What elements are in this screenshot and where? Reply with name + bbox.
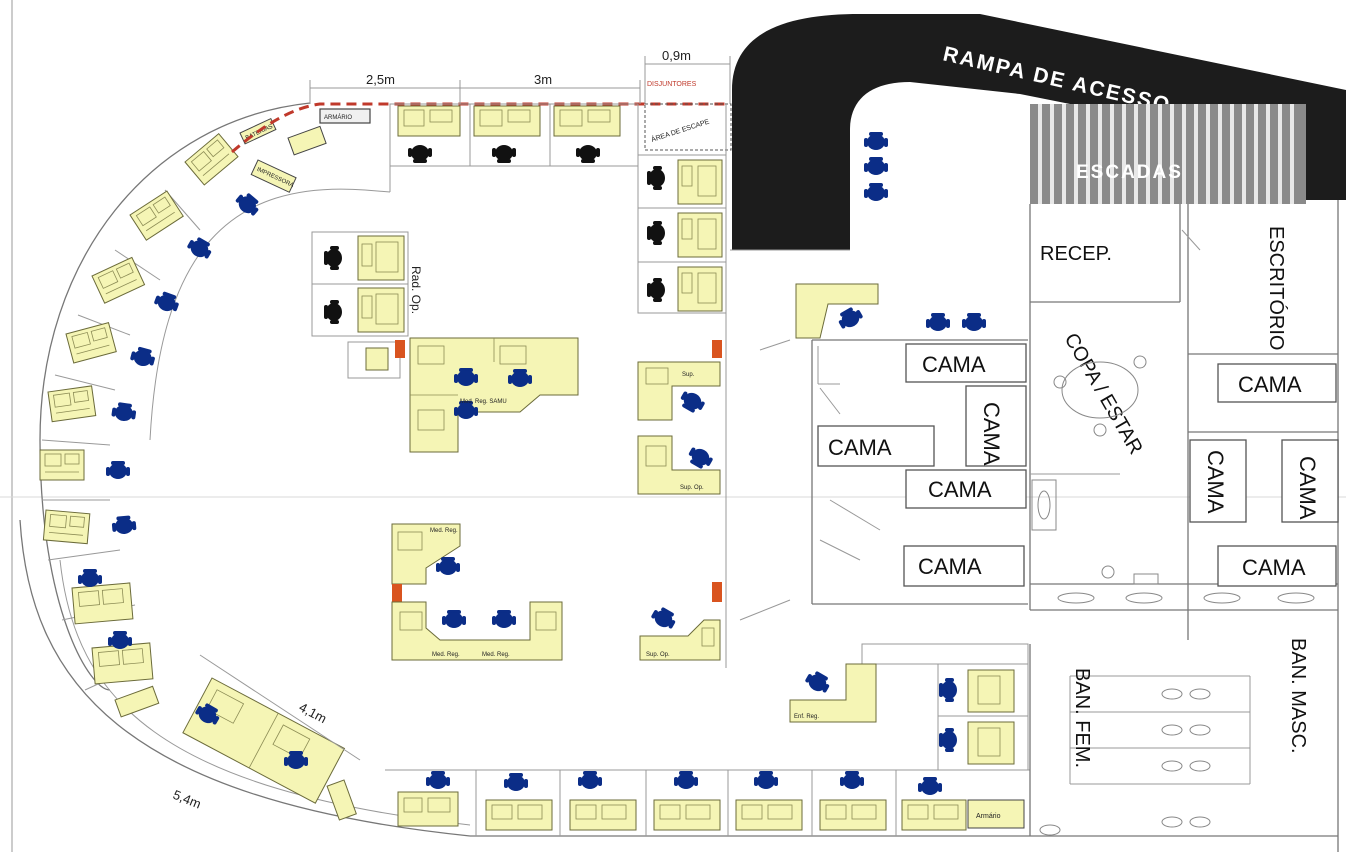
reception-label: RECEP. xyxy=(1040,243,1112,265)
enf-reg-label: Enf. Reg. xyxy=(794,714,819,720)
dimension-0-9m: 0,9m xyxy=(662,48,691,63)
escape-area-label: ÁREA DE ESCAPE xyxy=(650,116,711,143)
bath-fem-label: BAN. FEM. xyxy=(1071,668,1093,768)
rad-op-label: Rad. Op. xyxy=(409,266,423,314)
disjuntores-label: DISJUNTORES xyxy=(647,81,697,88)
bed-1 xyxy=(905,343,1027,383)
dimension-3m: 3m xyxy=(534,72,552,87)
bed-4 xyxy=(905,469,1027,509)
bed-9-label: CAMA xyxy=(1242,555,1306,580)
bed-2 xyxy=(965,385,1027,467)
bed-3-label: CAMA xyxy=(828,435,892,460)
armario-box xyxy=(319,108,371,124)
bath-masc-label: BAN. MASC. xyxy=(1287,638,1309,754)
sup-label: Sup. xyxy=(682,372,695,378)
dimension-2-5m: 2,5m xyxy=(366,72,395,87)
dimension-4-1m: 4,1m xyxy=(297,699,330,726)
bed-8 xyxy=(1281,439,1339,523)
armario-label: ARMÁRIO xyxy=(324,114,352,121)
bed-3 xyxy=(817,425,935,467)
sup-op-label: Sup. Op. xyxy=(680,485,704,491)
bed-7 xyxy=(1189,439,1247,523)
office-label: ESCRITÓRIO xyxy=(1265,226,1288,350)
armario-bottom-label: Armário xyxy=(976,813,1001,820)
bed-7-label: CAMA xyxy=(1203,450,1228,514)
bed-6 xyxy=(1217,363,1337,403)
med-reg-samu-label: Med. Reg. SAMU xyxy=(460,399,507,405)
med-reg-left-label: Med. Reg. xyxy=(432,652,460,658)
kitchen-label: COPA / ESTAR xyxy=(1060,330,1147,459)
stairs-label: ESCADAS xyxy=(1076,162,1183,183)
bed-8-label: CAMA xyxy=(1295,456,1320,520)
bed-4-label: CAMA xyxy=(928,477,992,502)
bed-5-label: CAMA xyxy=(918,554,982,579)
bed-9 xyxy=(1217,545,1337,587)
bed-6-label: CAMA xyxy=(1238,372,1302,397)
med-reg-top-label: Med. Reg. xyxy=(430,528,458,534)
stairs: ESCADAS xyxy=(1030,104,1306,204)
escape-area xyxy=(644,103,732,151)
bed-5 xyxy=(903,545,1025,587)
access-ramp xyxy=(732,14,1346,250)
escape-route-line xyxy=(231,102,726,154)
dimension-5-4m: 5,4m xyxy=(171,787,203,812)
sup-op-lower-label: Sup. Op. xyxy=(646,652,670,658)
med-reg-right-label: Med. Reg. xyxy=(482,652,510,658)
bed-1-label: CAMA xyxy=(922,352,986,377)
bed-2-label: CAMA xyxy=(979,402,1004,466)
